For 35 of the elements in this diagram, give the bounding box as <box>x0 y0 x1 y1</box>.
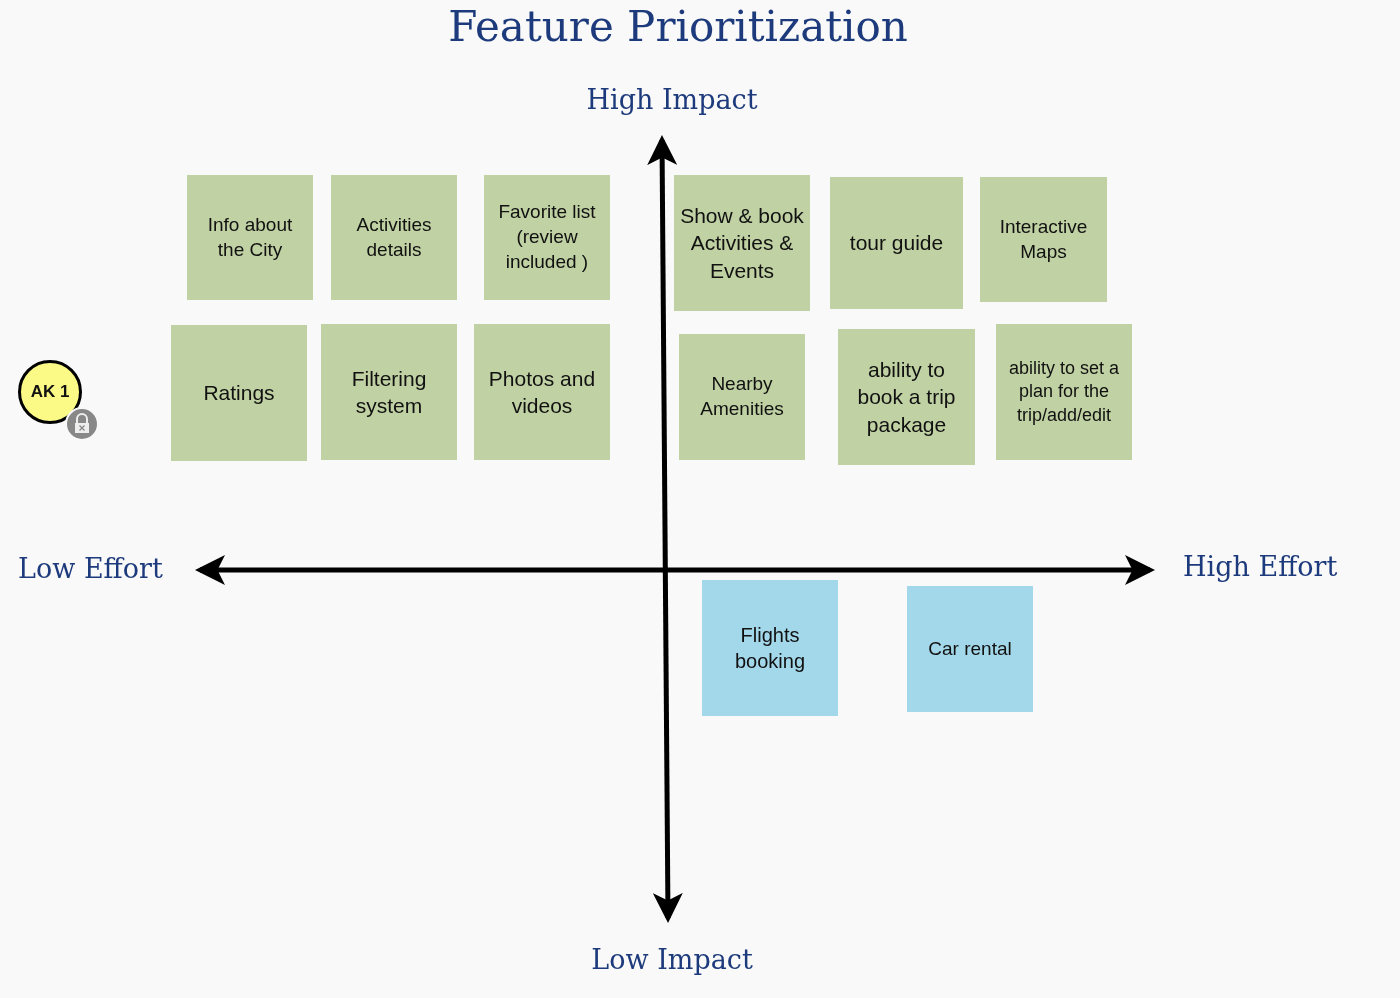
sticky-note <box>838 329 975 465</box>
note-text: Ratings <box>203 380 275 407</box>
note-text: AK 1 <box>30 380 70 403</box>
note-text: Car rental <box>928 636 1012 661</box>
avatar-circle <box>18 360 82 424</box>
sticky-note <box>331 175 457 300</box>
axis-label: High Effort <box>1183 551 1338 582</box>
note-text: Favorite list (review included ) <box>497 200 597 274</box>
note-text: Photos and videos <box>487 365 597 419</box>
sticky-note <box>484 175 610 300</box>
sticky-note <box>674 175 810 311</box>
note-text: Info about the City <box>206 212 294 262</box>
note-text: tour guide <box>849 230 944 257</box>
axis-label: High Impact <box>586 84 758 115</box>
sticky-note <box>702 580 838 716</box>
sticky-note <box>980 177 1107 302</box>
axis-label: Low Effort <box>18 553 163 584</box>
note-text: Flights booking <box>733 623 807 674</box>
note-text: ability to book a trip package <box>856 357 957 438</box>
title: Feature Prioritization <box>448 2 908 51</box>
sticky-note <box>830 177 963 309</box>
note-text: Nearby Amenities <box>699 372 785 421</box>
note-text: Interactive Maps <box>998 214 1089 264</box>
sticky-note <box>321 324 457 460</box>
note-text: Filtering system <box>350 365 428 419</box>
sticky-note <box>907 586 1033 712</box>
sticky-note <box>171 325 307 461</box>
sticky-note <box>474 324 610 460</box>
note-text: ability to set a plan for the trip/add/edit <box>1007 356 1121 427</box>
note-text: Activities details <box>355 212 433 262</box>
note-text: Show & book Activities & Events <box>680 203 804 284</box>
axis-label: Low Impact <box>591 944 753 975</box>
sticky-note <box>679 334 805 460</box>
sticky-note <box>996 324 1132 460</box>
sticky-note <box>187 175 313 300</box>
